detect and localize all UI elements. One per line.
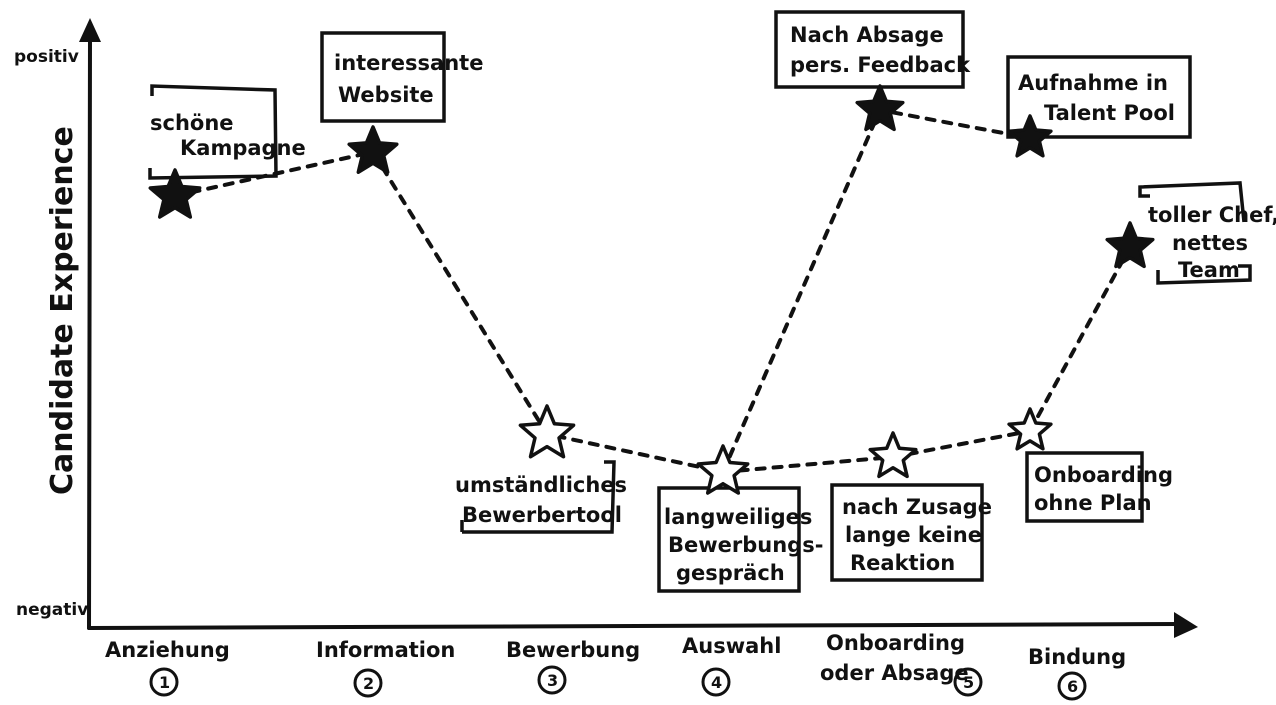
- event-label: Bewerbertool: [462, 503, 622, 527]
- event-label: interessante: [334, 51, 483, 75]
- event-label: gespräch: [676, 561, 785, 585]
- event-label: umständliches: [455, 473, 627, 497]
- connector-lines: [173, 107, 1132, 475]
- phase-label: Bindung: [1028, 645, 1126, 669]
- phase-5: Onboarding oder Absage 5: [820, 631, 983, 697]
- phase-number: 6: [1067, 677, 1078, 696]
- phase-label: Onboarding: [826, 631, 965, 655]
- phase-number-circle: [1057, 671, 1087, 701]
- axes: [79, 18, 1198, 638]
- phase-6: Bindung 6: [1028, 645, 1126, 701]
- event-box-e10: toller Chef, nettes Team: [1138, 181, 1276, 285]
- phase-1: Anziehung 1: [105, 638, 230, 697]
- journey-dotted-line-bindung: [1028, 245, 1132, 433]
- journey-dotted-line-main: [173, 149, 1032, 475]
- event-label: lange keine: [845, 523, 982, 547]
- phase-label: Auswahl: [682, 634, 781, 658]
- phase-number: 1: [159, 673, 170, 692]
- event-box-e4: langweiliges Bewerbungs- gespräch: [657, 486, 823, 593]
- phase-number-circle: [537, 665, 567, 695]
- outline-star-icon-e3: [518, 404, 576, 459]
- event-label: nach Zusage: [842, 495, 992, 519]
- phase-number: 3: [547, 671, 558, 690]
- event-label: schöne: [150, 111, 234, 135]
- phase-number: 5: [963, 673, 974, 692]
- filled-star-icon-e1: [148, 168, 202, 219]
- event-label: pers. Feedback: [790, 53, 971, 77]
- box: [774, 10, 965, 89]
- event-label: Team: [1178, 258, 1240, 282]
- event-box-e8: Aufnahme in Talent Pool: [1006, 55, 1192, 139]
- phase-label: Anziehung: [105, 638, 230, 662]
- phase-number-circle: [353, 668, 383, 698]
- event-label: Aufnahme in: [1018, 71, 1168, 95]
- event-label: Onboarding: [1034, 463, 1173, 487]
- outline-star-icon-e6: [1007, 407, 1053, 451]
- phase-label-line2: oder Absage: [820, 661, 969, 685]
- event-label: Reaktion: [850, 551, 955, 575]
- phase-2: Information 2: [316, 638, 455, 698]
- event-box-e1: schöne Kampagne: [148, 84, 306, 180]
- y-axis-line: [87, 33, 92, 630]
- event-label: ohne Plan: [1034, 491, 1152, 515]
- event-label: toller Chef,: [1148, 203, 1276, 227]
- filled-star-icon-e10: [1105, 221, 1155, 269]
- filled-star-icon-e7: [855, 84, 905, 132]
- event-label: Kampagne: [180, 136, 306, 160]
- event-box-e6: Onboarding ohne Plan: [1025, 451, 1173, 523]
- phase-number-circle: [953, 667, 983, 697]
- y-axis-title: Candidate Experience: [45, 126, 80, 495]
- filled-star-icon-e8: [1007, 114, 1053, 158]
- phase-label: Bewerbung: [506, 638, 640, 662]
- box: [1025, 451, 1144, 523]
- box: [830, 483, 984, 582]
- phase-number: 4: [711, 673, 722, 692]
- event-box-e7: Nach Absage pers. Feedback: [774, 10, 971, 89]
- phase-axis-labels: Anziehung 1 Information 2 Bewerbung 3 Au…: [105, 631, 1126, 701]
- phase-4: Auswahl 4: [682, 634, 781, 697]
- journey-dotted-line-absage: [721, 107, 1032, 474]
- phase-3: Bewerbung 3: [506, 638, 640, 695]
- event-label: langweiliges: [664, 505, 812, 529]
- event-box-e5: nach Zusage lange keine Reaktion: [830, 483, 992, 582]
- event-label: Talent Pool: [1044, 101, 1175, 125]
- event-box-e2: interessante Website: [320, 31, 483, 123]
- outline-star-icon-e5: [868, 431, 918, 479]
- box: [1006, 55, 1192, 139]
- bracket: [148, 84, 278, 180]
- y-axis-arrow-icon: [79, 18, 101, 42]
- phase-number-circle: [701, 667, 731, 697]
- y-top-label: positiv: [14, 47, 79, 67]
- event-stars: [148, 84, 1155, 495]
- event-box-e3: umständliches Bewerbertool: [455, 460, 627, 534]
- event-label: Nach Absage: [790, 23, 944, 47]
- phase-number: 2: [363, 674, 374, 693]
- filled-star-icon-e2: [347, 125, 399, 174]
- x-axis-line: [87, 622, 1182, 630]
- bracket: [1138, 181, 1252, 285]
- event-label: Website: [338, 83, 434, 107]
- y-bottom-label: negativ: [16, 600, 88, 620]
- event-label: nettes: [1172, 231, 1248, 255]
- bracket: [460, 460, 616, 534]
- box: [320, 31, 446, 123]
- event-label: Bewerbungs-: [668, 533, 823, 557]
- x-axis-arrow-icon: [1174, 612, 1198, 638]
- outline-star-icon-e4: [696, 444, 750, 495]
- phase-number-circle: [149, 667, 179, 697]
- phase-label: Information: [316, 638, 455, 662]
